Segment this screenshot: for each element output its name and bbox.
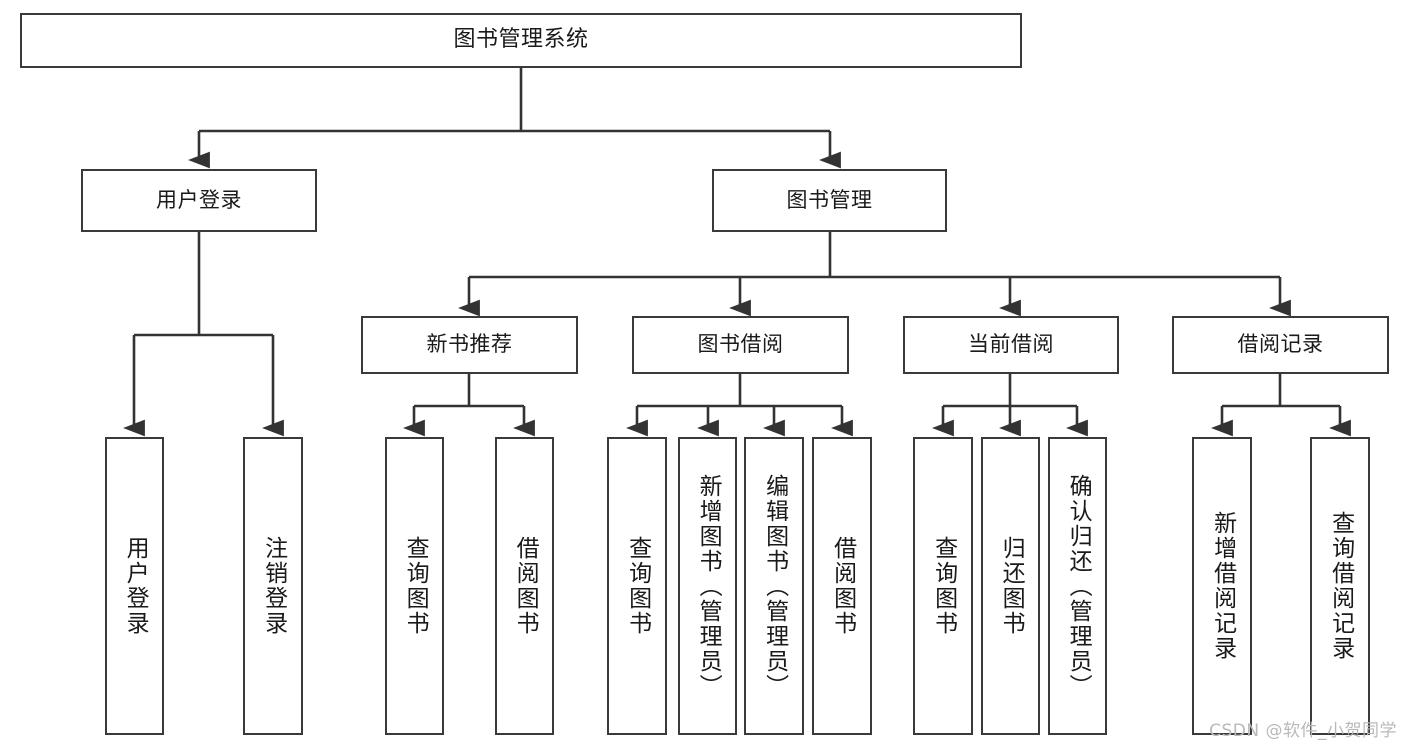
node-label: 借阅图书 [829,536,856,636]
node-leaf-query-book-1[interactable]: 查询图书 [385,437,444,735]
node-new-book-recommend[interactable]: 新书推荐 [361,316,578,374]
node-leaf-query-book-3[interactable]: 查询图书 [913,437,973,735]
node-label: 图书管理系统 [453,27,589,53]
node-label: 新增借阅记录 [1209,511,1236,661]
node-label: 用户登录 [122,536,149,636]
node-label: 查询图书 [930,536,957,636]
node-book-borrow[interactable]: 图书借阅 [632,316,849,374]
node-borrow-record[interactable]: 借阅记录 [1172,316,1389,374]
node-leaf-borrow-book-1[interactable]: 借阅图书 [495,437,554,735]
node-label: 查询借阅记录 [1327,511,1354,661]
node-leaf-edit-book-admin[interactable]: 编辑图书（管理员） [744,437,804,735]
node-label: 编辑图书（管理员） [761,473,788,699]
node-label: 图书借阅 [697,332,784,357]
node-leaf-add-book-admin[interactable]: 新增图书（管理员） [678,437,737,735]
node-leaf-logout-login[interactable]: 注销登录 [243,437,303,735]
node-current-borrow[interactable]: 当前借阅 [903,316,1119,374]
node-user-login[interactable]: 用户登录 [81,169,317,232]
node-label: 借阅记录 [1237,332,1324,357]
node-leaf-borrow-book-2[interactable]: 借阅图书 [812,437,872,735]
node-label: 注销登录 [260,536,287,636]
node-leaf-query-book-2[interactable]: 查询图书 [607,437,667,735]
node-label: 新书推荐 [426,332,513,357]
node-label: 当前借阅 [968,332,1054,357]
node-leaf-query-borrow-record[interactable]: 查询借阅记录 [1310,437,1370,735]
watermark: CSDN @软件_小贺同学 [1209,721,1397,741]
node-label: 归还图书 [998,536,1025,636]
node-root-book-management-system[interactable]: 图书管理系统 [20,13,1022,68]
node-leaf-user-login[interactable]: 用户登录 [105,437,164,735]
node-label: 查询图书 [402,536,429,636]
node-leaf-return-book[interactable]: 归还图书 [981,437,1040,735]
node-label: 用户登录 [156,187,242,212]
node-label: 确认归还（管理员） [1065,473,1092,699]
node-label: 图书管理 [786,187,873,212]
node-label: 新增图书（管理员） [695,473,722,699]
node-leaf-confirm-return-admin[interactable]: 确认归还（管理员） [1048,437,1107,735]
node-label: 借阅图书 [512,536,539,636]
node-label: 查询图书 [624,536,651,636]
node-book-manage[interactable]: 图书管理 [712,169,947,232]
node-leaf-add-borrow-record[interactable]: 新增借阅记录 [1192,437,1252,735]
